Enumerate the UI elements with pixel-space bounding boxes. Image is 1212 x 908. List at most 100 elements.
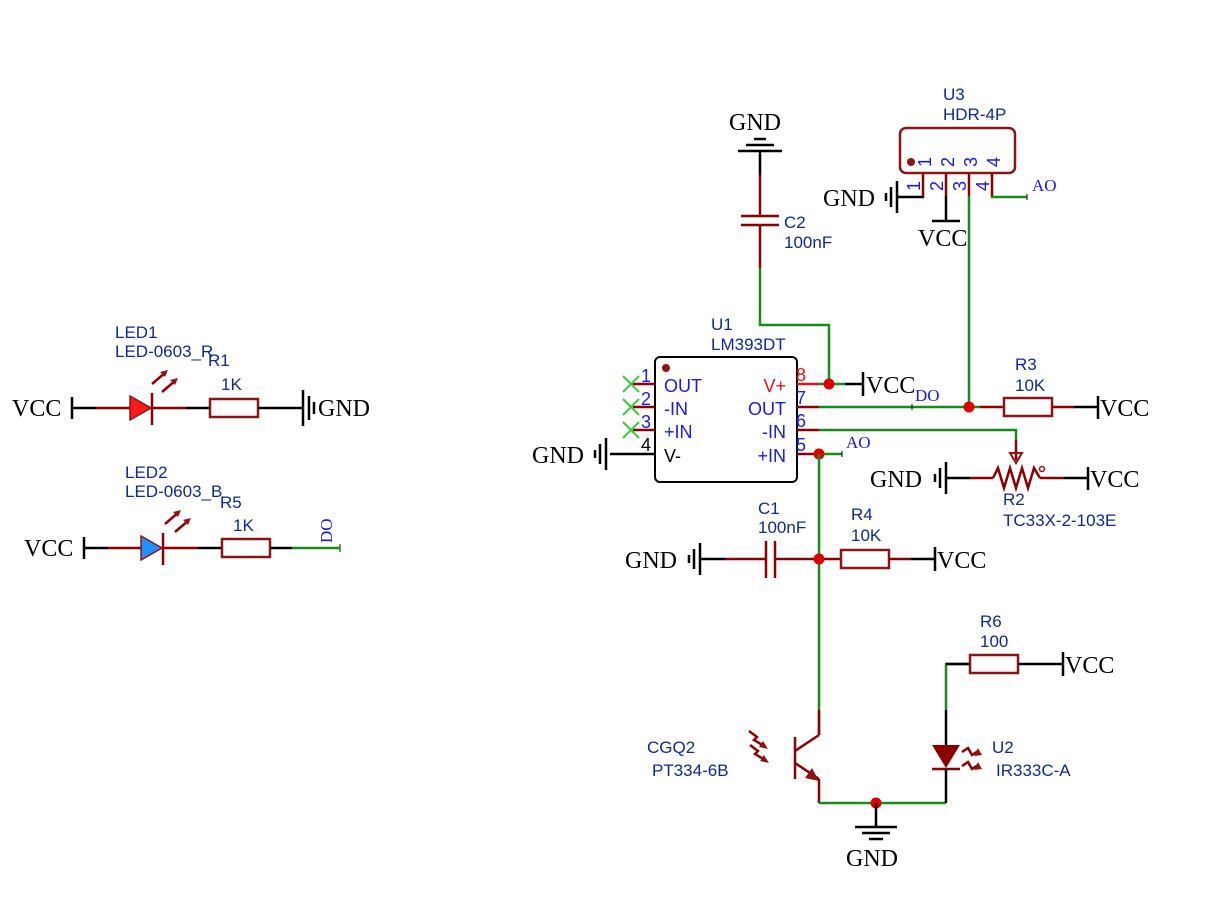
svg-text:1: 1 xyxy=(915,157,935,167)
light-emit-icon xyxy=(961,760,979,771)
pin-number: 8 xyxy=(796,365,806,385)
r5-value: 1K xyxy=(233,516,254,535)
c2-capacitor[interactable] xyxy=(741,214,779,227)
c2-designator: C2 xyxy=(784,213,806,232)
cgq2-designator: CGQ2 xyxy=(647,738,695,757)
u3-body[interactable] xyxy=(898,126,1017,175)
ao-net-label: AO xyxy=(846,433,871,452)
vcc-net-label: VCC xyxy=(12,396,61,422)
svg-text:4: 4 xyxy=(984,157,1004,167)
svg-text:4: 4 xyxy=(973,181,993,191)
led2-circuit: VCC DO LED2 LED-0603_B R5 1K xyxy=(24,463,341,565)
svg-text:2: 2 xyxy=(927,181,947,191)
pin-name: OUT xyxy=(664,376,702,396)
led2[interactable] xyxy=(140,510,191,565)
wiper-arrow-icon xyxy=(1008,452,1024,465)
pin1-marker-icon xyxy=(662,364,670,372)
r2-potentiometer[interactable] xyxy=(946,463,1088,493)
c1-designator: C1 xyxy=(758,499,780,518)
light-arrow-icon xyxy=(748,730,765,748)
r5-resistor[interactable] xyxy=(220,537,272,559)
svg-text:2: 2 xyxy=(938,157,958,167)
led1[interactable] xyxy=(129,370,178,425)
pin-name: OUT xyxy=(748,399,786,419)
pin1-marker-icon xyxy=(907,158,915,166)
r4-designator: R4 xyxy=(851,505,873,524)
gnd-symbol xyxy=(593,438,608,470)
led1-value: LED-0603_R xyxy=(115,342,213,361)
led2-designator: LED2 xyxy=(125,463,168,482)
c2-value: 100nF xyxy=(784,233,832,252)
gnd-net-label: GND xyxy=(823,186,875,212)
svg-text:3: 3 xyxy=(950,181,970,191)
ir-led-wire xyxy=(944,662,970,710)
r3-resistor[interactable] xyxy=(1002,396,1054,418)
gnd-symbol xyxy=(884,181,899,213)
u1-designator: U1 xyxy=(711,315,733,334)
pin-name: -IN xyxy=(762,422,786,442)
light-emit-icon xyxy=(961,746,979,757)
gnd-symbol xyxy=(687,543,702,575)
do-net-label: DO xyxy=(915,386,940,405)
ao-net-label: AO xyxy=(1032,176,1057,195)
u3-designator: U3 xyxy=(943,85,965,104)
r1-designator: R1 xyxy=(208,351,230,370)
pin-number: 2 xyxy=(641,389,651,409)
gnd-net-label: GND xyxy=(729,110,781,136)
r4-value: 10K xyxy=(851,526,882,545)
vcc-net-label: VCC xyxy=(918,226,967,252)
u2-value: IR333C-A xyxy=(996,761,1071,780)
gnd-net-label: GND xyxy=(318,396,370,422)
svg-text:1: 1 xyxy=(904,181,924,191)
pin-name: V- xyxy=(664,446,681,466)
r2-value: TC33X-2-103E xyxy=(1003,511,1116,530)
gnd-net-label: GND xyxy=(532,443,584,469)
u3-value: HDR-4P xyxy=(943,105,1006,124)
threshold-wire xyxy=(819,428,1018,440)
cgq2-phototransistor[interactable] xyxy=(748,710,821,803)
r4-resistor[interactable] xyxy=(839,548,891,570)
r3-designator: R3 xyxy=(1015,355,1037,374)
u2-ir-led[interactable] xyxy=(932,710,982,803)
vcc-net-label: VCC xyxy=(866,373,915,399)
r6-designator: R6 xyxy=(980,612,1002,631)
no-connect-icon xyxy=(622,375,640,439)
junction xyxy=(813,553,825,565)
vcc-net-label: VCC xyxy=(1065,653,1114,679)
gnd-symbol xyxy=(301,390,316,426)
u3-outer-pin-labels: 1 2 3 4 xyxy=(904,181,993,191)
svg-text:3: 3 xyxy=(961,157,981,167)
u1-value: LM393DT xyxy=(711,335,786,354)
u3-header: U3 HDR-4P 1 2 3 4 1 2 3 4 GND VCC xyxy=(823,85,1057,407)
vcc-wire xyxy=(758,268,831,383)
pin-name: -IN xyxy=(664,399,688,419)
vcc-net-label: VCC xyxy=(1090,467,1139,493)
gnd-symbol xyxy=(933,462,948,494)
gnd-symbol xyxy=(738,137,782,153)
arrow-head-icon xyxy=(173,510,181,517)
light-arrow-icon xyxy=(749,744,766,762)
led1-circuit: VCC GND LED1 LED-0603_R R1 1K xyxy=(12,323,370,426)
r5-designator: R5 xyxy=(220,493,242,512)
junction xyxy=(963,401,975,413)
r3-value: 10K xyxy=(1015,376,1046,395)
pin-name: +IN xyxy=(757,446,786,466)
ao-wire xyxy=(990,195,1027,199)
u1-body[interactable] xyxy=(654,356,798,483)
arrow-head-icon xyxy=(160,370,168,377)
vcc-net-label: VCC xyxy=(937,548,986,574)
r6-resistor[interactable] xyxy=(968,653,1020,675)
r1-resistor[interactable] xyxy=(208,397,260,419)
pin-number: 5 xyxy=(796,435,806,455)
led2-diode-icon xyxy=(140,534,164,562)
r1-value: 1K xyxy=(221,375,242,394)
u2-designator: U2 xyxy=(992,738,1014,757)
vcc-net-label: VCC xyxy=(24,536,73,562)
junction xyxy=(823,378,835,390)
u3-inner-pin-labels: 1 2 3 4 xyxy=(915,157,1004,167)
do-net-label: DO xyxy=(317,518,336,543)
c1-capacitor[interactable] xyxy=(764,541,777,578)
wire xyxy=(897,195,925,199)
arrow-head-icon xyxy=(170,378,178,385)
